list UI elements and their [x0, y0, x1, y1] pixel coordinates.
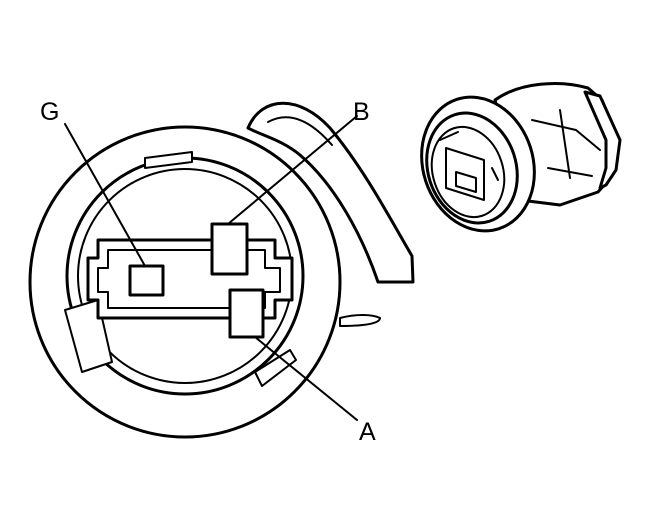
- leader-line-b: [227, 115, 358, 225]
- leader-line-a: [254, 336, 358, 421]
- terminal-g: [128, 264, 165, 297]
- leader-line-g: [64, 123, 146, 267]
- terminal-label-g: G: [40, 98, 60, 126]
- terminal-label-a: A: [359, 418, 376, 446]
- retaining-tab: [246, 101, 415, 327]
- terminal-a: [228, 288, 265, 339]
- connector-side-view: [420, 82, 622, 233]
- terminal-b: [210, 222, 249, 276]
- terminal-label-b: B: [353, 98, 370, 126]
